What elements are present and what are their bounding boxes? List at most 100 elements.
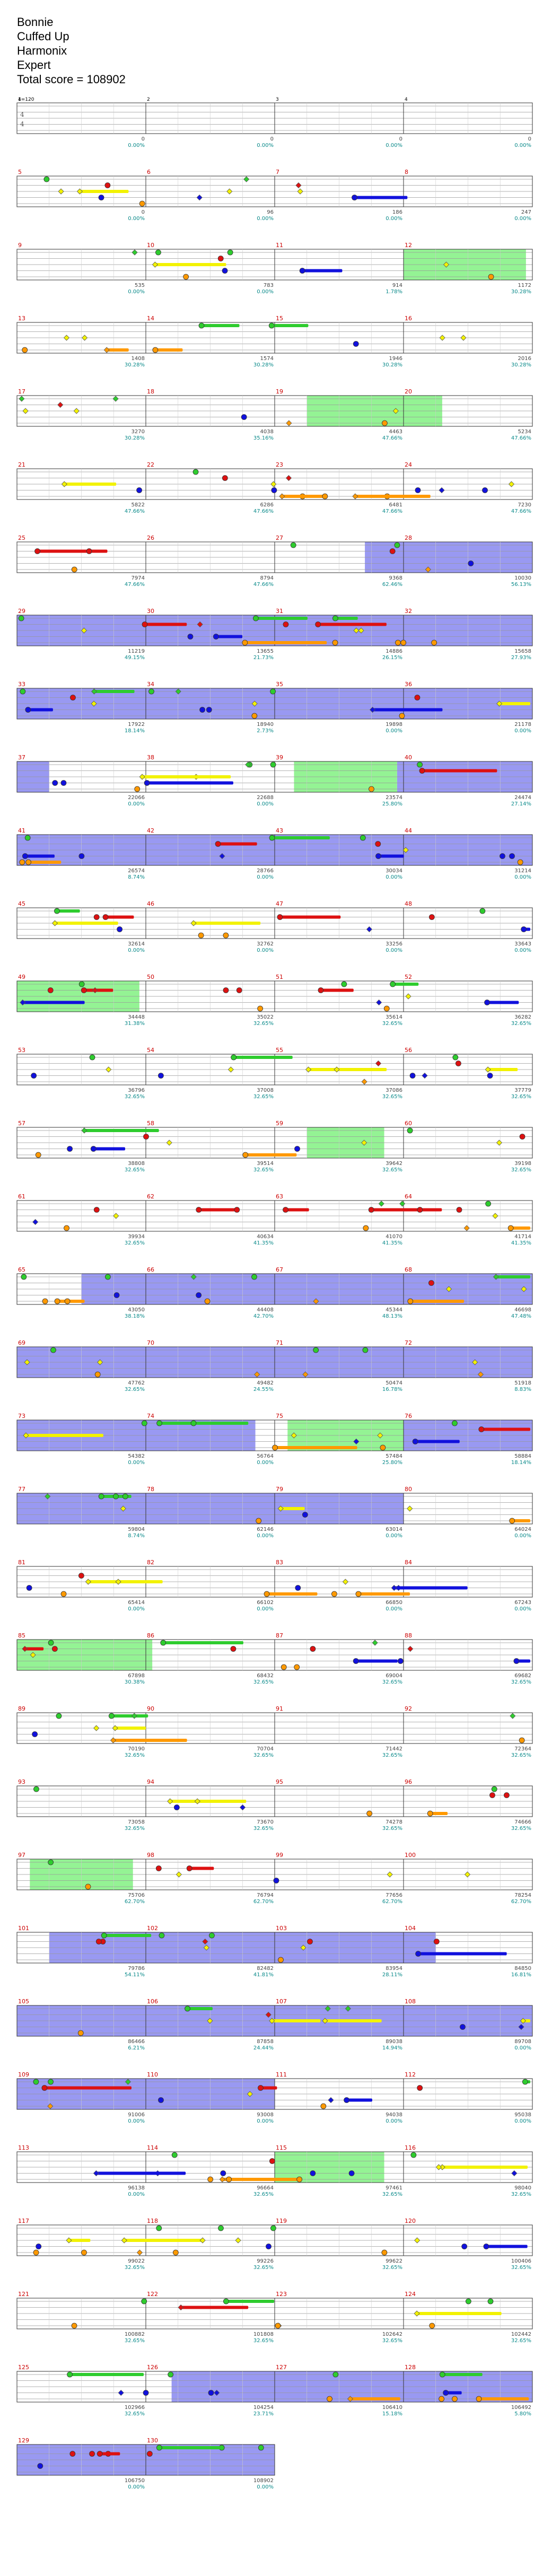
measure-score: 68432 bbox=[257, 1673, 274, 1679]
orange-note bbox=[452, 2396, 458, 2402]
measure-number: 12 bbox=[405, 242, 412, 249]
measure-percent: 0.00% bbox=[514, 2118, 531, 2124]
measure-number: 99 bbox=[276, 1852, 283, 1859]
orange-hopo-note bbox=[313, 1298, 319, 1304]
yellow-hopo-note bbox=[121, 2237, 127, 2244]
measure-number: 59 bbox=[276, 1120, 283, 1127]
measure-percent: 30.28% bbox=[125, 362, 145, 368]
yellow-sustain bbox=[308, 1068, 387, 1071]
measure-score: 69004 bbox=[386, 1673, 402, 1679]
green-note bbox=[33, 1786, 39, 1792]
measure-score: 77656 bbox=[386, 1892, 402, 1898]
measure-number: 119 bbox=[276, 2218, 287, 2224]
blue-note bbox=[187, 634, 194, 639]
measure-number: 2 bbox=[147, 97, 150, 102]
blue-sustain bbox=[25, 854, 55, 858]
blue-note bbox=[143, 2390, 149, 2396]
orange-note bbox=[332, 639, 338, 646]
blue-note bbox=[461, 2244, 468, 2249]
blue-note bbox=[266, 2244, 272, 2249]
yellow-hopo-note bbox=[270, 481, 277, 487]
orange-note bbox=[331, 1591, 337, 1597]
green-note bbox=[156, 2444, 162, 2451]
orange-note bbox=[60, 1591, 67, 1597]
red-note bbox=[230, 1646, 237, 1652]
red-note bbox=[269, 2158, 275, 2164]
orange-hopo-note bbox=[463, 1225, 470, 1231]
red-hopo-note bbox=[197, 621, 203, 628]
yellow-sustain bbox=[281, 1507, 305, 1510]
measure-score: 98040 bbox=[514, 2185, 531, 2191]
measure-score: 70704 bbox=[257, 1746, 274, 1752]
yellow-hopo-note bbox=[305, 1066, 312, 1073]
staff-row-28: 109910060.00%110930080.00%111940380.00%1… bbox=[16, 2071, 533, 2124]
measure-score: 38808 bbox=[128, 1161, 145, 1167]
orange-note bbox=[207, 2176, 214, 2183]
yellow-hopo-note bbox=[207, 2018, 213, 2024]
orange-note bbox=[81, 2249, 87, 2256]
orange-note bbox=[22, 347, 28, 353]
measure-percent: 26.15% bbox=[382, 655, 402, 661]
measure-score: 23574 bbox=[386, 795, 402, 801]
green-sustain bbox=[57, 909, 80, 913]
orange-sustain bbox=[350, 2397, 400, 2400]
measure-number: 112 bbox=[405, 2071, 416, 2078]
blue-hopo-note bbox=[422, 1072, 428, 1079]
measure-score: 102642 bbox=[382, 2332, 402, 2337]
green-note bbox=[141, 2298, 147, 2305]
green-sustain bbox=[193, 1422, 249, 1425]
orange-note bbox=[407, 1298, 414, 1304]
measure-percent: 32.65% bbox=[511, 2265, 531, 2271]
green-note bbox=[270, 688, 276, 695]
yellow-hopo-note bbox=[269, 2018, 275, 2024]
measure-percent: 8.74% bbox=[128, 874, 145, 880]
measure-score: 35022 bbox=[257, 1014, 274, 1020]
measure-number: 33 bbox=[18, 681, 25, 688]
measure-number: 128 bbox=[405, 2364, 416, 2371]
measure-score: 40634 bbox=[257, 1234, 274, 1240]
orange-note bbox=[257, 1005, 264, 1012]
measure-score: 18940 bbox=[257, 722, 274, 728]
orange-note bbox=[183, 274, 189, 280]
red-note bbox=[283, 1207, 288, 1213]
measure-number: 38 bbox=[147, 754, 154, 761]
orange-note bbox=[369, 786, 374, 792]
blue-sustain bbox=[216, 635, 243, 638]
yellow-hopo-note bbox=[520, 2018, 527, 2024]
blue-hopo-note bbox=[118, 2389, 124, 2396]
measure-number: 14 bbox=[147, 315, 154, 322]
green-note bbox=[410, 2152, 417, 2158]
measure-percent: 49.15% bbox=[125, 655, 145, 661]
measure-score: 2016 bbox=[518, 356, 531, 362]
measure-number: 67 bbox=[276, 1266, 283, 1273]
song-charter: Harmonix bbox=[17, 44, 67, 57]
red-note bbox=[41, 2085, 48, 2091]
measure-number: 113 bbox=[18, 2144, 29, 2151]
measure-score: 56764 bbox=[257, 1453, 274, 1459]
red-note bbox=[389, 548, 396, 554]
measure-score: 51918 bbox=[514, 1380, 531, 1386]
green-note bbox=[24, 835, 31, 841]
orange-note bbox=[400, 639, 407, 646]
orange-sustain bbox=[267, 1592, 318, 1596]
red-note bbox=[307, 1939, 313, 1944]
red-hopo-note bbox=[285, 475, 292, 481]
orange-note bbox=[42, 1298, 48, 1304]
orange-note bbox=[71, 566, 77, 573]
red-note bbox=[217, 256, 224, 261]
green-note bbox=[160, 1640, 167, 1646]
measure-percent: 32.65% bbox=[382, 2338, 402, 2344]
measure-number: 92 bbox=[405, 1705, 412, 1712]
red-note bbox=[155, 1865, 162, 1871]
blue-note bbox=[158, 1073, 164, 1079]
orange-note bbox=[64, 1225, 69, 1231]
staff-row-17: 654305038.18%664440842.70%674534448.13%6… bbox=[16, 1266, 533, 1319]
measure-number: 11 bbox=[276, 242, 283, 249]
staff-row-20: 77598048.74%78621460.00%79630140.00%8064… bbox=[16, 1486, 533, 1539]
measure-score: 39934 bbox=[128, 1234, 145, 1240]
measure-percent: 0.00% bbox=[386, 216, 402, 222]
measure-number: 10 bbox=[147, 242, 154, 249]
measure-score: 4463 bbox=[389, 429, 402, 435]
measure-percent: 41.35% bbox=[382, 1240, 402, 1246]
measure-number: 58 bbox=[147, 1120, 154, 1127]
